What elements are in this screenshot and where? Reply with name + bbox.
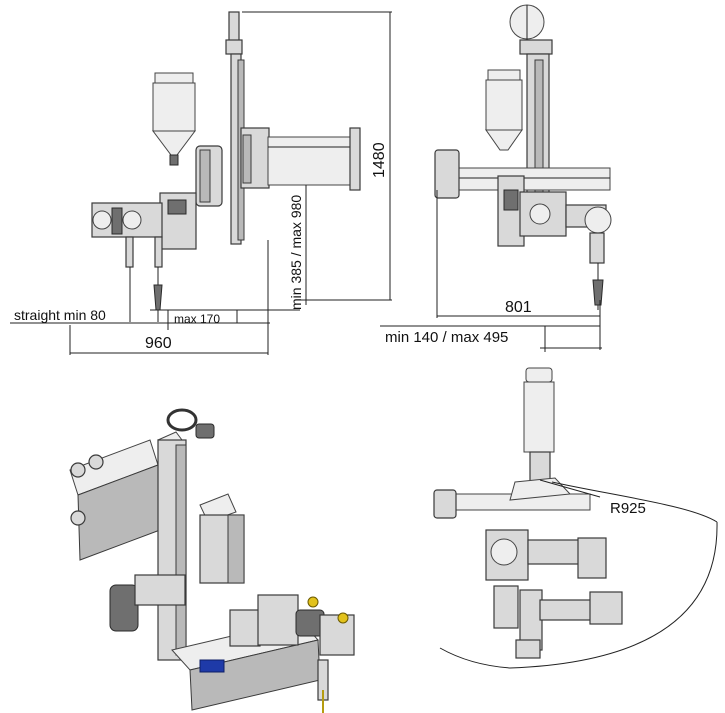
side-view-drawing: [91, 11, 361, 322]
dimension-801-label: 801: [505, 299, 532, 316]
reach-range-label: min 140 / max 495: [385, 329, 508, 346]
dimension-960-label: 960: [145, 335, 172, 352]
straight-min-label: straight min 80: [14, 307, 106, 323]
side-view-dimensions: [10, 11, 392, 355]
isometric-view-drawing: [69, 408, 355, 713]
top-view-drawing: [433, 367, 718, 669]
height-range-label: min 385 / max 980: [288, 195, 304, 310]
dimension-1480-label: 1480: [371, 142, 388, 178]
front-view-drawing: [434, 4, 612, 310]
front-view-dimensions: [380, 190, 602, 352]
radius-r925-label: R925: [610, 500, 646, 517]
max-170-label: max 170: [174, 312, 220, 326]
